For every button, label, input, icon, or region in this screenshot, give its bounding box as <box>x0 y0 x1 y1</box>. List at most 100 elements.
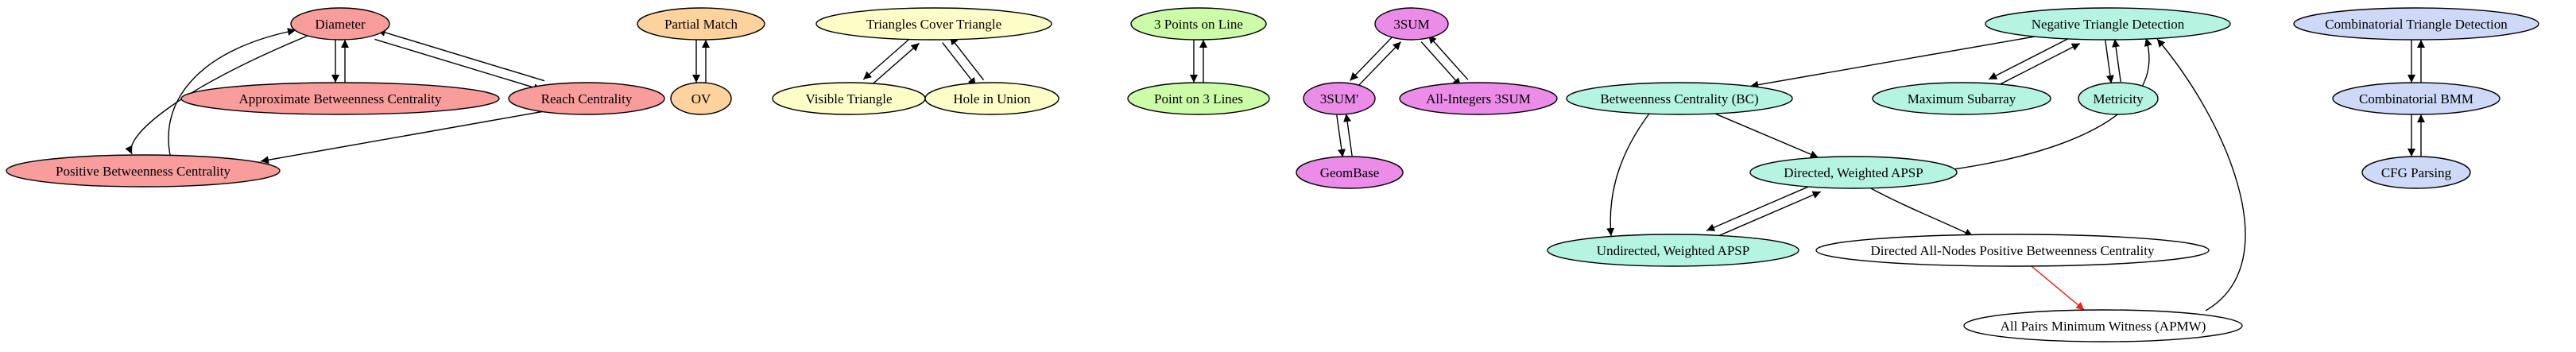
node-comb-bmm: Combinatorial BMM <box>2332 82 2500 115</box>
edge-diameter-to-reach <box>374 38 542 91</box>
node-apmw: All Pairs Minimum Witness (APMW) <box>1963 309 2243 342</box>
node-diameter: Diameter <box>290 7 390 41</box>
node-partial-match: Partial Match <box>637 7 765 41</box>
node-dir-all-pos-bc-ellipse <box>1815 234 2210 267</box>
node-comb-tri-ellipse <box>2293 7 2539 41</box>
node-bc-label: Betweenness Centrality (BC) <box>1600 91 1758 106</box>
node-dir-all-pos-bc: Directed All-Nodes Positive Betweenness … <box>1815 234 2210 267</box>
node-hole-union: Hole in Union <box>924 82 1059 115</box>
node-cfg-ellipse <box>2361 156 2471 189</box>
edge-visible-tri-to-tri-cover <box>869 42 920 87</box>
edge-apmw-to-neg-tri <box>2156 38 2246 311</box>
node-point-three-lines-ellipse <box>1127 82 1270 115</box>
node-max-subarray: Maximum Subarray <box>1872 82 2051 115</box>
edge-three-sum-to-three-sum-prime <box>1349 34 1395 81</box>
edge-dir-apsp-to-neg-tri <box>1953 37 2152 170</box>
edge-pos-bc-to-diameter <box>168 28 296 156</box>
edge-all-int-3sum-to-three-sum <box>1427 35 1469 80</box>
node-visible-tri: Visible Triangle <box>772 82 926 115</box>
edge-neg-tri-to-max-subarray <box>1988 34 2076 80</box>
node-approx-bc: Approximate Betweenness Centrality <box>180 82 500 115</box>
node-undir-apsp: Undirected, Weighted APSP <box>1547 234 1799 267</box>
node-bc-ellipse <box>1566 82 1793 115</box>
node-comb-tri: Combinatorial Triangle Detection <box>2293 7 2539 41</box>
node-reach-label: Reach Centrality <box>541 91 633 106</box>
node-tri-cover: Triangles Cover Triangle <box>815 7 1052 41</box>
node-ov: OV <box>670 82 732 115</box>
edge-tri-cover-to-visible-tri <box>862 35 913 80</box>
node-reach: Reach Centrality <box>508 82 665 115</box>
node-undir-apsp-label: Undirected, Weighted APSP <box>1597 243 1749 258</box>
node-hole-union-label: Hole in Union <box>953 91 1031 106</box>
node-approx-bc-ellipse <box>180 82 500 115</box>
node-three-sum: 3SUM <box>1374 7 1449 41</box>
node-metricity: Metricity <box>2078 82 2159 115</box>
node-three-sum-prime-ellipse <box>1303 82 1376 115</box>
node-neg-tri-label: Negative Triangle Detection <box>2032 17 2185 32</box>
node-pos-bc-ellipse <box>6 154 281 188</box>
edge-dir-apsp-to-dir-all-pos-bc <box>1869 187 1974 237</box>
node-cfg: CFG Parsing <box>2361 156 2471 189</box>
node-tri-cover-label: Triangles Cover Triangle <box>866 17 1001 32</box>
node-cfg-label: CFG Parsing <box>2381 165 2452 180</box>
node-partial-match-ellipse <box>637 7 765 41</box>
node-diameter-label: Diameter <box>315 17 366 32</box>
node-max-subarray-ellipse <box>1872 82 2051 115</box>
node-dir-apsp-label: Directed, Weighted APSP <box>1784 165 1923 180</box>
node-neg-tri: Negative Triangle Detection <box>1985 7 2231 41</box>
node-metricity-ellipse <box>2078 82 2159 115</box>
edge-max-subarray-to-neg-tri <box>1993 43 2081 89</box>
edge-undir-apsp-to-dir-apsp <box>1710 191 1821 240</box>
node-ov-label: OV <box>691 91 711 106</box>
node-geombase: GeomBase <box>1296 156 1404 189</box>
node-comb-tri-label: Combinatorial Triangle Detection <box>2325 17 2508 32</box>
node-three-sum-prime: 3SUM' <box>1303 82 1376 115</box>
node-comb-bmm-ellipse <box>2332 82 2500 115</box>
edge-metricity-to-neg-tri <box>2112 39 2121 83</box>
node-three-sum-ellipse <box>1374 7 1449 41</box>
node-dir-all-pos-bc-label: Directed All-Nodes Positive Betweenness … <box>1871 243 2155 258</box>
node-max-subarray-label: Maximum Subarray <box>1908 91 2016 106</box>
node-neg-tri-ellipse <box>1985 7 2231 41</box>
node-geombase-label: GeomBase <box>1320 165 1380 180</box>
node-partial-match-label: Partial Match <box>664 17 738 32</box>
edge-geombase-to-three-sum-prime <box>1343 114 1353 157</box>
edge-three-sum-to-all-int-3sum <box>1420 41 1462 87</box>
node-hole-union-ellipse <box>924 82 1059 115</box>
edge-dir-apsp-to-undir-apsp <box>1706 182 1818 231</box>
node-point-three-lines: Point on 3 Lines <box>1127 82 1270 115</box>
node-pos-bc-label: Positive Betweenness Centrality <box>56 164 231 179</box>
node-three-sum-prime-label: 3SUM' <box>1320 91 1358 106</box>
node-dir-apsp: Directed, Weighted APSP <box>1749 156 1958 189</box>
node-apmw-label: All Pairs Minimum Witness (APMW) <box>2001 319 2206 334</box>
edge-neg-tri-to-metricity <box>2105 40 2114 83</box>
node-three-sum-label: 3SUM <box>1393 17 1429 32</box>
node-pos-bc: Positive Betweenness Centrality <box>6 154 281 188</box>
node-dir-apsp-ellipse <box>1749 156 1958 189</box>
node-undir-apsp-ellipse <box>1547 234 1799 267</box>
edge-three-sum-prime-to-three-sum <box>1356 41 1402 88</box>
node-metricity-label: Metricity <box>2093 91 2144 106</box>
edge-bc-to-dir-apsp <box>1714 113 1819 158</box>
node-reach-ellipse <box>508 82 665 115</box>
node-diameter-ellipse <box>290 7 390 41</box>
node-three-points: 3 Points on Line <box>1130 7 1267 41</box>
edge-bc-to-undir-apsp <box>1606 113 1650 237</box>
edges-layer <box>125 28 2425 311</box>
node-ov-ellipse <box>670 82 732 115</box>
node-apmw-ellipse <box>1963 309 2243 342</box>
node-three-points-ellipse <box>1130 7 1267 41</box>
node-three-points-label: 3 Points on Line <box>1154 17 1243 32</box>
edge-reach-to-pos-bc <box>260 110 545 164</box>
node-all-int-3sum-label: All-Integers 3SUM <box>1426 91 1531 106</box>
edge-reach-to-diameter <box>377 29 545 82</box>
node-approx-bc-label: Approximate Betweenness Centrality <box>239 91 442 106</box>
node-point-three-lines-label: Point on 3 Lines <box>1154 91 1243 106</box>
edge-dir-all-pos-bc-to-apmw <box>2031 265 2085 311</box>
node-bc: Betweenness Centrality (BC) <box>1566 82 1793 115</box>
edge-tri-cover-to-hole-union <box>942 42 977 87</box>
node-all-int-3sum-ellipse <box>1399 82 1558 115</box>
edge-hole-union-to-tri-cover <box>949 36 985 81</box>
